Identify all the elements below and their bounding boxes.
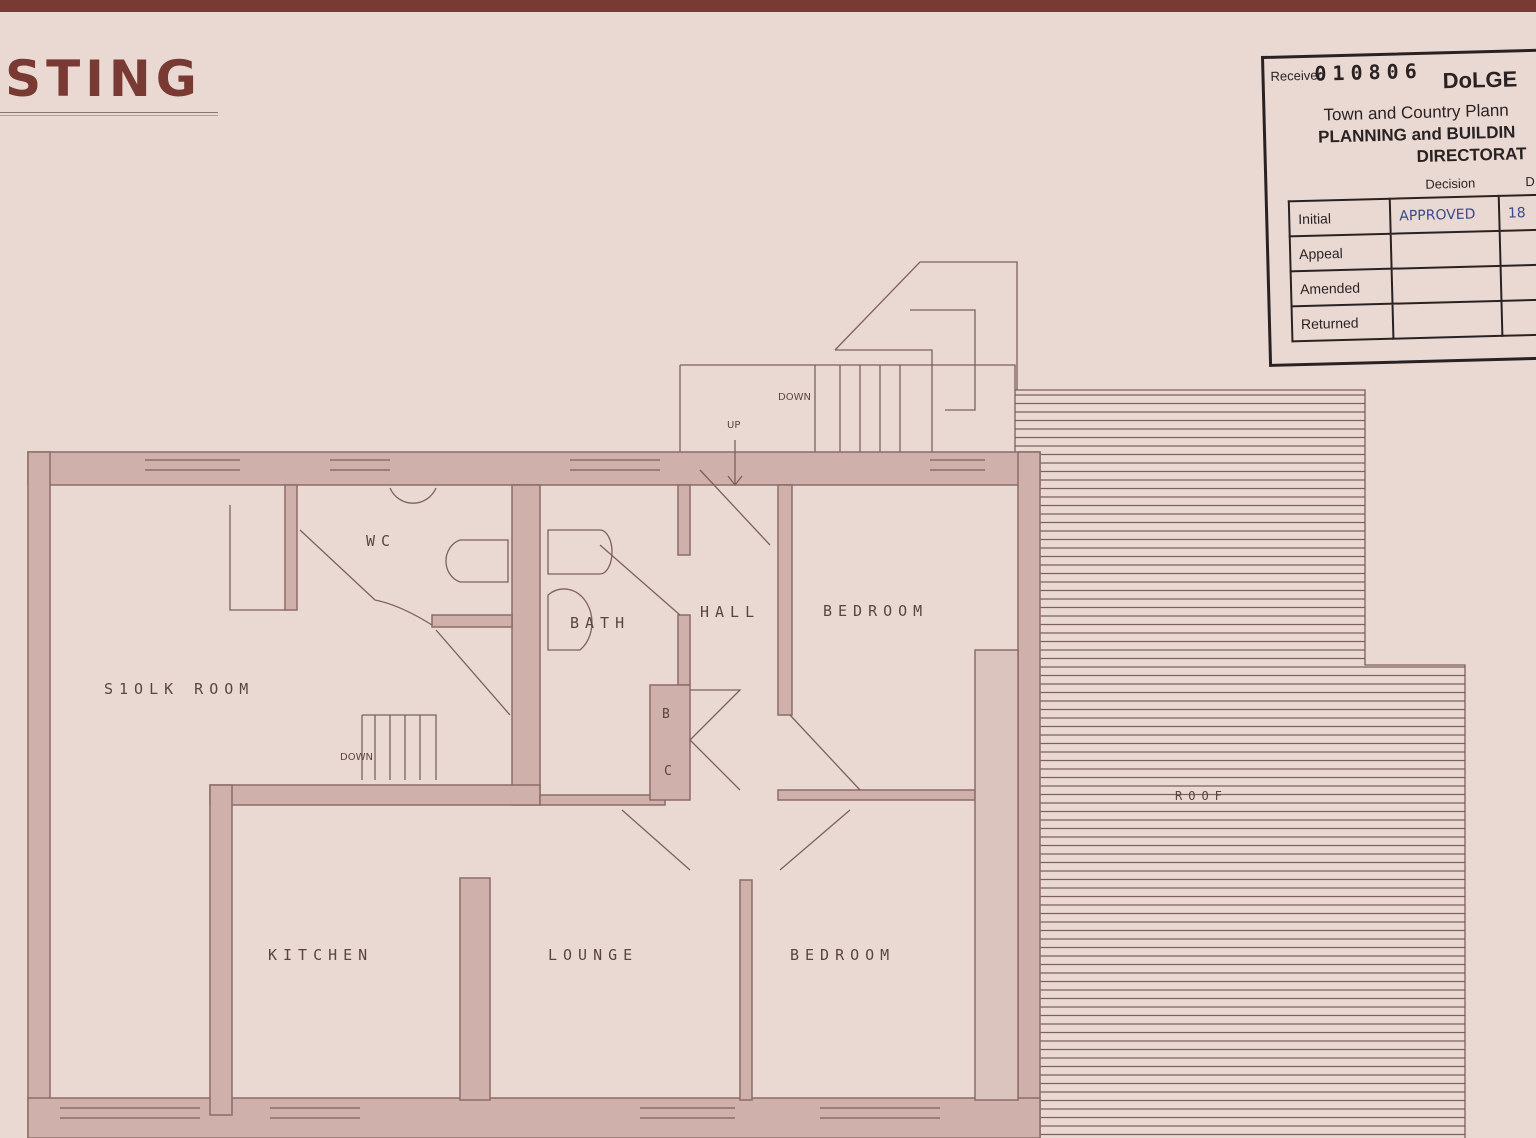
row-label: Returned bbox=[1291, 303, 1394, 342]
stamp-decision-header: Decision bbox=[1425, 175, 1476, 192]
sheet-border bbox=[0, 0, 1536, 12]
room-label-bath: BATH bbox=[570, 614, 630, 632]
stock-partition bbox=[229, 505, 285, 611]
roof-hatching bbox=[1015, 394, 1465, 1136]
inner-stairs bbox=[361, 629, 511, 780]
stamp-row: Returned bbox=[1291, 299, 1536, 342]
door-swings bbox=[599, 469, 861, 871]
stamp-date-header: D bbox=[1525, 173, 1535, 190]
row-decision bbox=[1392, 300, 1503, 339]
stamp-line-2: PLANNING and BUILDIN bbox=[1317, 122, 1516, 147]
room-label-roof: ROOF bbox=[1175, 789, 1228, 803]
door-swing bbox=[299, 529, 433, 626]
up-arrow-icon bbox=[727, 440, 743, 487]
room-label-stock-room: S1OLK ROOM bbox=[104, 680, 254, 698]
stamp-line-3: DIRECTORAT bbox=[1416, 144, 1527, 167]
annotation-down-top: DOWN bbox=[778, 392, 811, 403]
row-date bbox=[1499, 229, 1536, 266]
stamp-received-number: 010806 bbox=[1314, 58, 1423, 86]
row-decision bbox=[1391, 265, 1502, 304]
fixtures bbox=[229, 440, 861, 871]
wc-basin bbox=[389, 487, 437, 504]
external-stairs bbox=[679, 261, 1018, 455]
toilet bbox=[445, 539, 509, 583]
bath-basin bbox=[547, 529, 613, 575]
windows bbox=[60, 459, 985, 1119]
annotation-up: UP bbox=[727, 420, 740, 431]
drawing-title: XISTING bbox=[0, 50, 202, 108]
title-underline bbox=[0, 112, 218, 116]
stamp-line-1: Town and Country Plann bbox=[1323, 100, 1509, 125]
row-date: 18 bbox=[1498, 194, 1536, 231]
room-label-bedroom-lower: BEDROOM bbox=[790, 946, 895, 964]
room-label-lounge: LOUNGE bbox=[548, 946, 638, 964]
row-label: Initial bbox=[1288, 198, 1391, 237]
walls bbox=[27, 451, 1041, 1138]
row-date bbox=[1500, 264, 1536, 301]
row-label: Amended bbox=[1290, 268, 1393, 307]
row-decision: APPROVED bbox=[1389, 195, 1500, 234]
room-label-bedroom-upper: BEDROOM bbox=[823, 602, 928, 620]
stamp-organisation: DoLGE bbox=[1442, 66, 1518, 94]
row-date bbox=[1501, 299, 1536, 336]
row-label: Appeal bbox=[1289, 233, 1392, 272]
room-label-wc: WC bbox=[366, 532, 396, 550]
room-label-kitchen: KITCHEN bbox=[268, 946, 373, 964]
planning-approval-stamp: Received 010806 DoLGE Town and Country P… bbox=[1260, 48, 1536, 367]
annotation-down-inner: DOWN bbox=[340, 752, 373, 763]
roof-outline bbox=[1015, 389, 1466, 1138]
row-decision bbox=[1390, 230, 1501, 269]
bath-toilet bbox=[547, 588, 593, 651]
cupboard-label-b: B bbox=[662, 707, 676, 722]
room-label-hall: HALL bbox=[700, 603, 760, 621]
cupboard-label-c: C bbox=[664, 764, 678, 779]
